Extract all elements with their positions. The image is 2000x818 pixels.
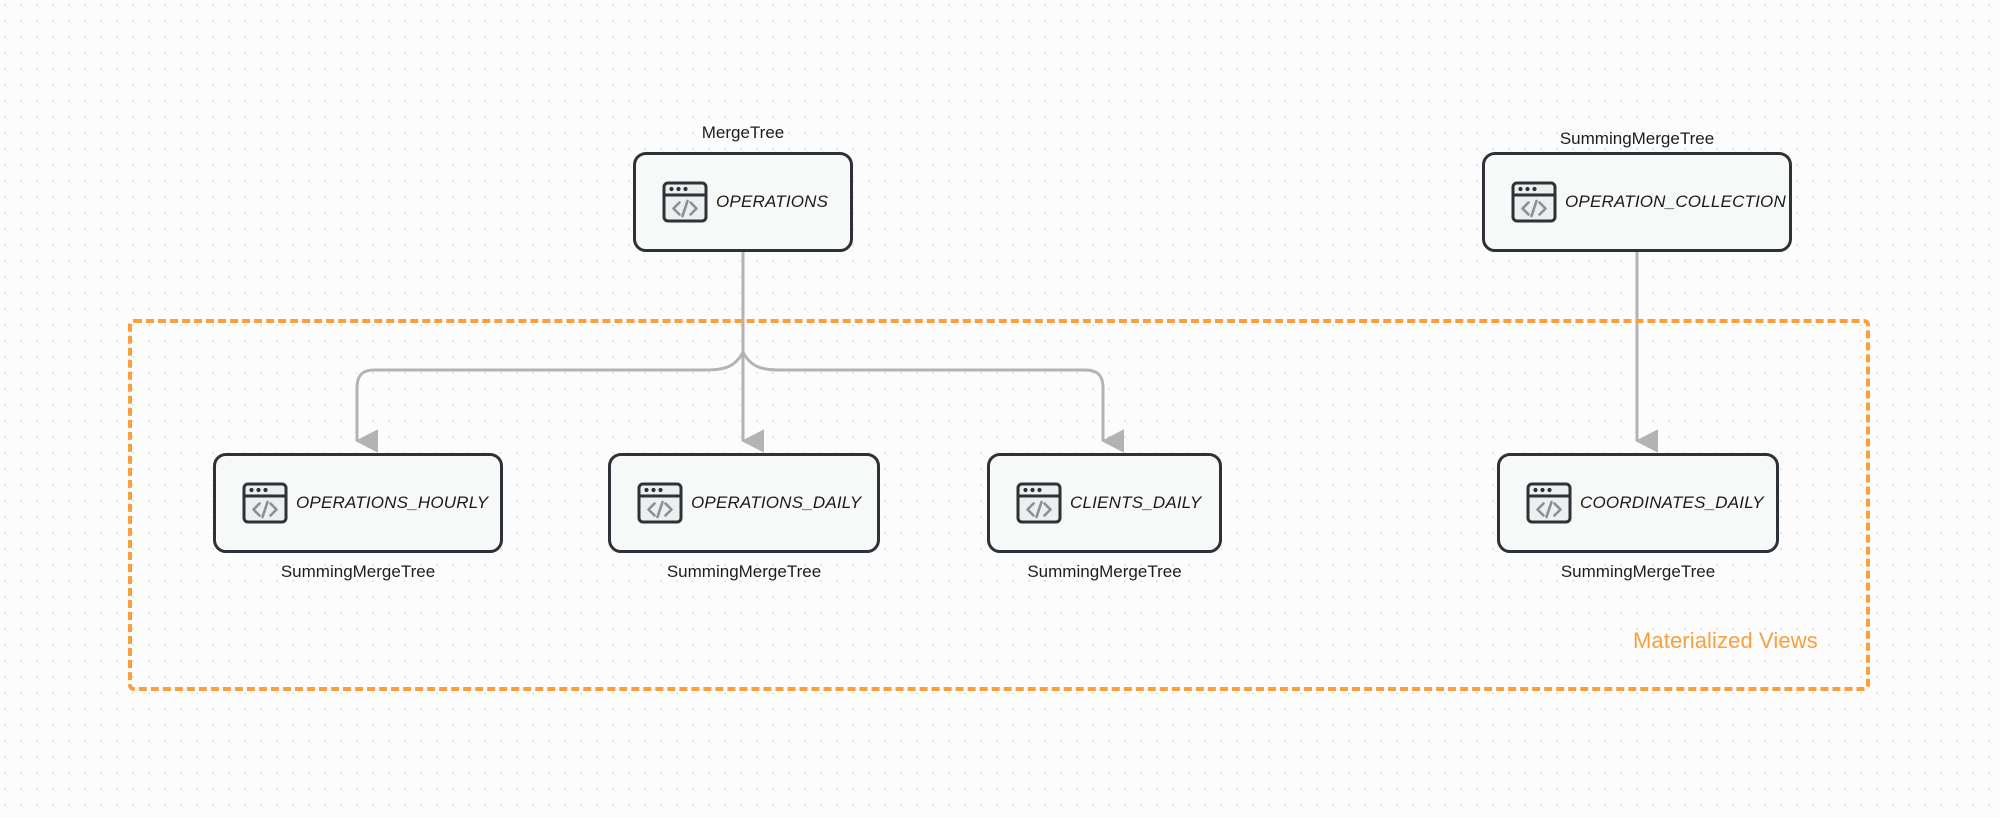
code-window-icon — [637, 482, 683, 524]
code-window-icon — [242, 482, 288, 524]
code-window-icon — [1511, 181, 1557, 223]
node-operations-daily-label: OPERATIONS_DAILY — [691, 493, 862, 512]
node-operation-collection-label: OPERATION_COLLECTION — [1565, 192, 1786, 211]
code-window-icon — [1016, 482, 1062, 524]
engine-caption-clients-daily: SummingMergeTree — [1027, 562, 1182, 581]
node-operations-hourly[interactable]: OPERATIONS_HOURLY — [213, 453, 503, 553]
engine-caption-operations-daily: SummingMergeTree — [666, 562, 822, 581]
node-coordinates-daily[interactable]: COORDINATES_DAILY — [1497, 453, 1779, 553]
code-window-icon — [1526, 482, 1572, 524]
node-operations-hourly-label: OPERATIONS_HOURLY — [296, 493, 489, 512]
node-operations-daily[interactable]: OPERATIONS_DAILY — [608, 453, 880, 553]
node-operation-collection[interactable]: OPERATION_COLLECTION — [1482, 152, 1792, 252]
node-operations[interactable]: OPERATIONS — [633, 152, 853, 252]
materialized-views-group-label: Materialized Views — [1633, 628, 1818, 653]
engine-caption-operation-collection: SummingMergeTree — [1559, 129, 1715, 148]
engine-caption-coordinates-daily: SummingMergeTree — [1560, 562, 1716, 581]
engine-caption-operations: MergeTree — [701, 123, 785, 142]
node-clients-daily-label: CLIENTS_DAILY — [1070, 493, 1202, 512]
node-coordinates-daily-label: COORDINATES_DAILY — [1580, 493, 1764, 512]
node-clients-daily[interactable]: CLIENTS_DAILY — [987, 453, 1222, 553]
code-window-icon — [662, 181, 708, 223]
engine-caption-operations-hourly: SummingMergeTree — [280, 562, 436, 581]
node-operations-label: OPERATIONS — [716, 192, 829, 211]
materialized-views-group — [128, 319, 1870, 691]
